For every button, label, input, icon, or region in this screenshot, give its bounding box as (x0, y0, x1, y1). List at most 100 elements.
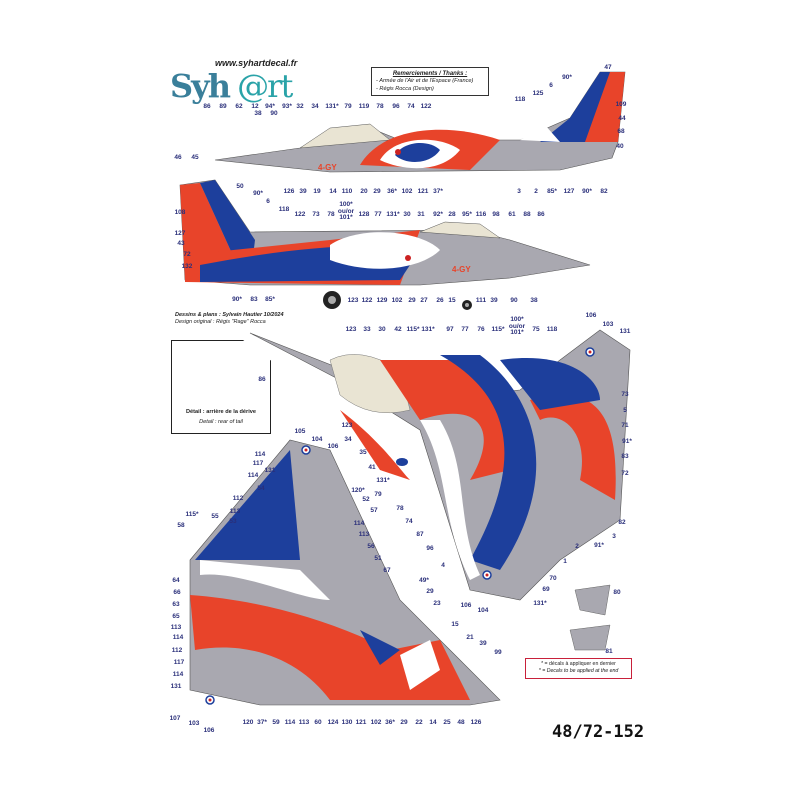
decal-callout-number: 56 (367, 543, 375, 550)
decal-callout-number: 86 (537, 211, 545, 218)
decal-callout-number: 132 (181, 263, 193, 270)
sheet-reference: 48/72-152 (552, 722, 645, 742)
decal-callout-number: 96 (426, 545, 434, 552)
decal-callout-number: 108 (174, 209, 186, 216)
decal-callout-number: 31 (417, 211, 425, 218)
decal-callout-number: 85* (547, 188, 557, 195)
decal-callout-number: 55 (211, 513, 219, 520)
decal-callout-number: 3 (517, 188, 521, 195)
decal-callout-number: 61 (508, 211, 516, 218)
decal-callout-number: 106 (460, 602, 472, 609)
decal-callout-number: 123 (345, 326, 357, 333)
decal-callout-number: 114 (247, 472, 259, 479)
decal-callout-number: 97 (446, 326, 454, 333)
thanks-line: - Régis Rocca (Design) (376, 85, 434, 92)
decal-callout-number: 30 (378, 326, 386, 333)
decal-callout-number: 72 (183, 251, 191, 258)
website-url[interactable]: www.syhartdecal.fr (215, 58, 298, 68)
decal-callout-number: 90 (270, 110, 278, 117)
tail-detail-box: Détail : arrière de la dérive Detail : r… (171, 340, 271, 434)
decal-callout-number: 3 (612, 533, 616, 540)
detail-title: Détail : arrière de la dérive (186, 409, 256, 415)
decal-callout-number: 46 (174, 154, 182, 161)
decal-callout-number: 114 (284, 719, 296, 726)
decal-callout-number: 35 (359, 449, 367, 456)
decal-callout-number: 27 (420, 297, 428, 304)
decal-callout-number: 126 (283, 188, 295, 195)
decal-callout-number: 102 (370, 719, 382, 726)
decal-callout-number: 79 (344, 103, 352, 110)
decal-callout-number: 65 (172, 613, 180, 620)
decal-callout-number: 71 (621, 422, 629, 429)
decal-callout-number: 120* (351, 487, 365, 494)
decal-callout-number: 36* (387, 188, 397, 195)
decal-callout-number: 90* (562, 74, 572, 81)
decal-callout-number: 34 (311, 103, 319, 110)
decal-callout-number: 1 (563, 558, 567, 565)
decal-callout-number: 100* ou/or 101* (337, 201, 355, 221)
decal-callout-number: 102 (401, 188, 413, 195)
bottom-view-aircraft (189, 439, 611, 706)
decal-callout-number: 73 (621, 391, 629, 398)
decal-callout-number: 54 (257, 485, 265, 492)
decal-callout-number: 96 (392, 103, 400, 110)
decal-callout-number: 91* (594, 542, 604, 549)
decal-callout-number: 106 (585, 312, 597, 319)
decal-callout-number: 74 (407, 103, 415, 110)
decal-callout-number: 127 (174, 230, 186, 237)
decal-callout-number: 66 (173, 589, 181, 596)
decal-callout-number: 117 (252, 460, 264, 467)
decal-callout-number: 122 (420, 103, 432, 110)
decal-callout-number: 103 (602, 321, 614, 328)
decal-callout-number: 93* (282, 103, 292, 110)
decal-callout-number: 98 (492, 211, 500, 218)
decal-callout-number: 115* (406, 326, 420, 333)
decal-callout-number: 80 (613, 589, 621, 596)
decal-callout-number: 112 (171, 647, 183, 654)
decal-callout-number: 76 (477, 326, 485, 333)
decal-callout-number: 109 (615, 101, 627, 108)
decal-callout-number: 83 (250, 296, 258, 303)
decal-callout-number: 115* (491, 326, 505, 333)
decal-callout-number: 95* (462, 211, 472, 218)
decal-callout-number: 6 (266, 198, 270, 205)
decal-callout-number: 104 (477, 607, 489, 614)
thanks-title: Remerciements / Thanks : (392, 71, 468, 77)
decal-callout-number: 12 (251, 103, 259, 110)
decal-callout-number: 39 (479, 640, 487, 647)
decal-callout-number: 20 (360, 188, 368, 195)
decal-callout-number: 129 (376, 297, 388, 304)
decal-callout-number: 106 (327, 443, 339, 450)
decal-callout-number: 74 (405, 518, 413, 525)
design-credit: Design original : Régis "Rage" Rocca (175, 319, 266, 326)
decal-callout-number: 90 (510, 297, 518, 304)
decal-callout-number: 25 (443, 719, 451, 726)
decal-callout-number: 131* (376, 477, 390, 484)
decal-callout-number: 110 (341, 188, 353, 195)
decal-callout-number: 131* (533, 600, 547, 607)
decal-callout-number: 113 (229, 508, 241, 515)
decal-callout-number: 51 (374, 555, 382, 562)
decal-callout-number: 114 (353, 520, 365, 527)
decal-callout-number: 78 (396, 505, 404, 512)
decal-callout-number: 124 (327, 719, 339, 726)
decal-callout-number: 53 (229, 518, 237, 525)
decal-callout-number: 75 (532, 326, 540, 333)
decal-callout-number: 100* ou/or 101* (508, 316, 526, 336)
apply-last-note: * = décals à appliquer en dernier * = De… (525, 658, 632, 679)
decal-callout-number: 14 (429, 719, 437, 726)
decal-callout-number: 82 (600, 188, 608, 195)
decal-callout-number: 116 (475, 211, 487, 218)
decal-callout-number: 113 (170, 624, 182, 631)
decal-callout-number: 123 (347, 297, 359, 304)
decal-callout-number: 90* (232, 296, 242, 303)
decal-callout-number: 131* (325, 103, 339, 110)
decal-callout-number: 19 (313, 188, 321, 195)
decal-callout-number: 39 (490, 297, 498, 304)
decal-callout-number: 58 (177, 522, 185, 529)
syhart-logo: Syh @rt (170, 67, 293, 105)
decal-callout-number: 121 (355, 719, 367, 726)
decal-callout-number: 91* (622, 438, 632, 445)
decal-callout-number: 47 (604, 64, 612, 71)
decal-callout-number: 127 (563, 188, 575, 195)
